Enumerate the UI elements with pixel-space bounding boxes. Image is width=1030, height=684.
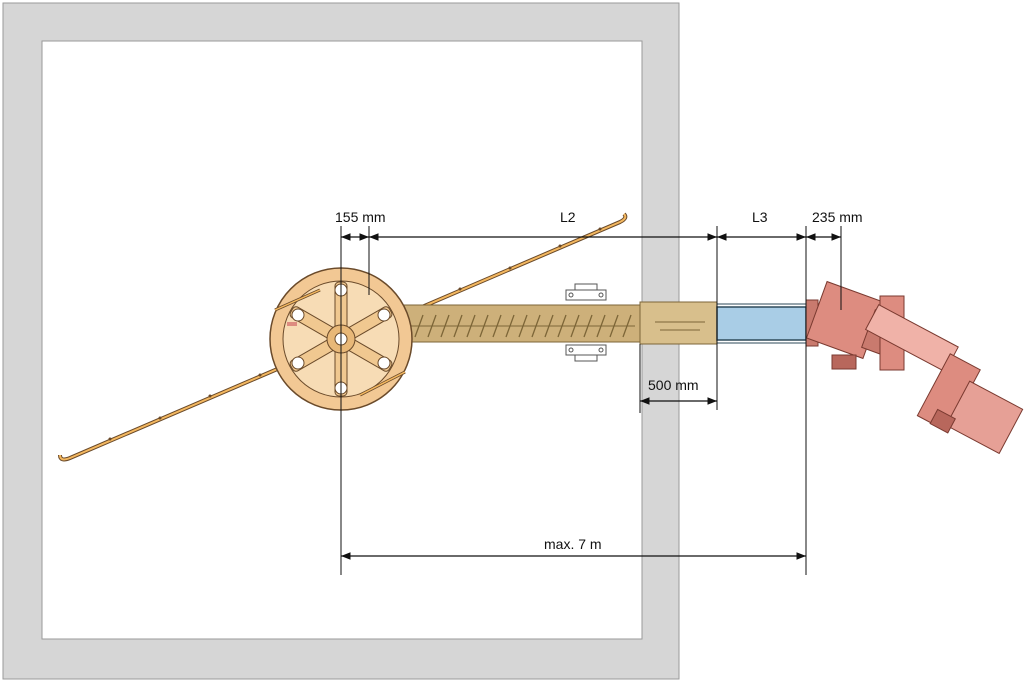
dim-155mm-label: 155 mm <box>335 209 386 225</box>
dim-l3: L3 <box>717 209 807 575</box>
support-bracket-bottom <box>565 344 607 362</box>
extension-tube <box>716 303 807 344</box>
dim-235mm: 235 mm <box>806 209 863 310</box>
dim-l2-label: L2 <box>560 209 576 225</box>
dim-l3-label: L3 <box>752 209 768 225</box>
dim-max-7m-label: max. 7 m <box>544 536 602 552</box>
dim-235mm-label: 235 mm <box>812 209 863 225</box>
dim-max-7m: max. 7 m <box>341 536 806 560</box>
dim-500mm-label: 500 mm <box>648 377 699 393</box>
dim-l2: L2 <box>369 209 718 410</box>
drive-unit <box>805 280 1024 455</box>
support-bracket-top <box>565 283 607 301</box>
dim-500mm: 500 mm <box>639 344 717 413</box>
screw-conveyor <box>394 283 718 362</box>
